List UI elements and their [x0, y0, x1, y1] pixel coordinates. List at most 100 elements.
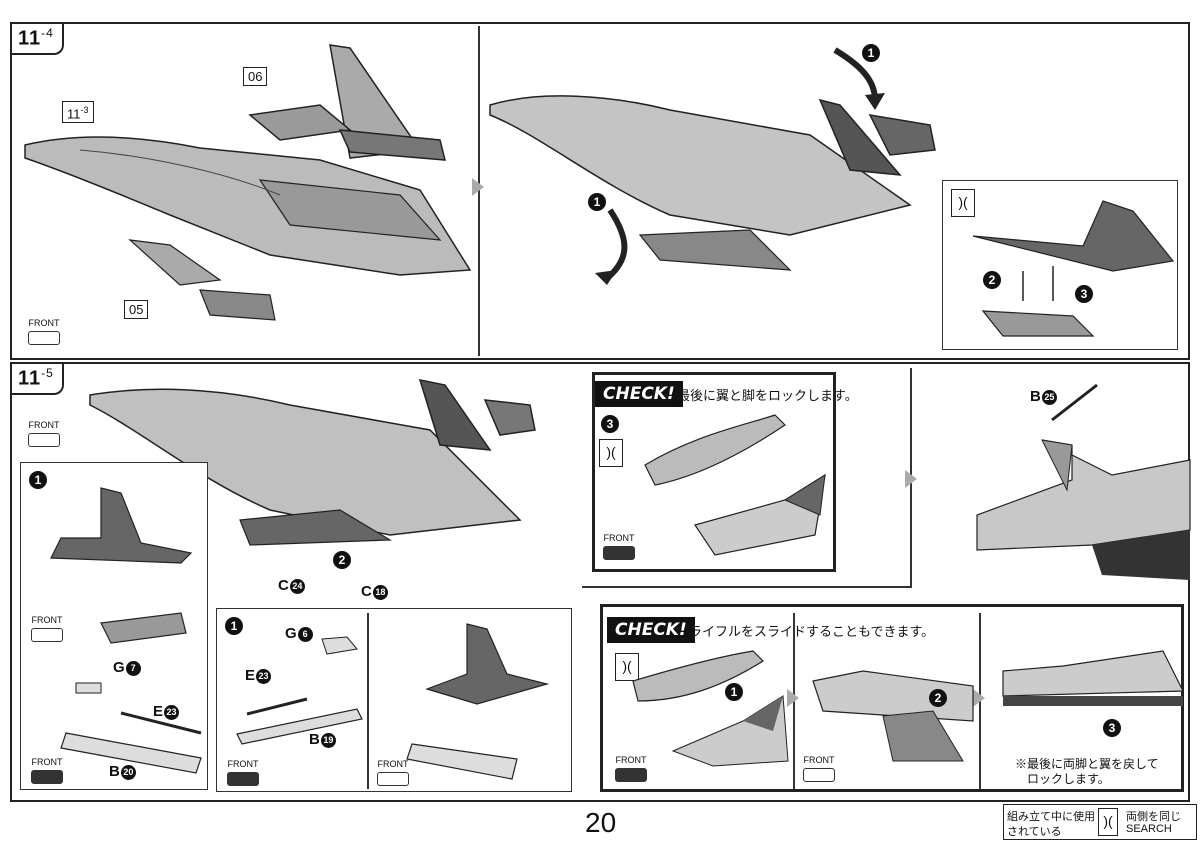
footer-legend: 組み立て中に使用 されている )( 両側を同じ SEARCH — [1003, 804, 1197, 840]
callout-step-11-3: 11-3 — [62, 101, 94, 124]
step-sub-number: -5 — [41, 366, 54, 380]
rifle-slide-illustration — [632, 650, 1184, 767]
check-instruction: ライフルをスライドすることもできます。 — [689, 624, 935, 639]
front-arrow-icon — [31, 628, 63, 642]
next-arrow-icon — [905, 470, 917, 488]
part-label-05: 05 — [124, 300, 149, 319]
lock-symbol-icon: )( — [615, 653, 639, 681]
front-arrow-icon — [603, 546, 635, 560]
front-label: FRONT — [28, 318, 60, 328]
front-label: FRONT — [803, 755, 835, 765]
front-arrow-icon — [615, 768, 647, 782]
page-number: 20 — [585, 807, 617, 838]
step-marker-3: 3 — [1103, 719, 1121, 737]
check-note-line1: ※最後に両脚と翼を戻して — [1015, 757, 1159, 771]
part-letter: C — [361, 583, 372, 600]
lock-detail-illustration — [972, 200, 1175, 337]
part-letter: G — [285, 625, 297, 642]
front-indicator: FRONT — [611, 755, 651, 785]
step-number: 11 — [18, 27, 42, 50]
front-arrow-icon — [28, 331, 60, 345]
front-indicator: FRONT — [223, 759, 263, 789]
next-arrow-icon — [973, 689, 985, 707]
part-letter: C — [278, 577, 289, 594]
front-arrow-icon — [28, 433, 60, 447]
lock-symbol-icon: )( — [1098, 808, 1118, 836]
front-indicator: FRONT — [799, 755, 839, 785]
front-indicator: FRONT — [24, 318, 64, 348]
front-indicator: FRONT — [373, 759, 413, 789]
pod-left-illustration — [50, 487, 202, 774]
lock-symbol-icon: )( — [951, 189, 975, 217]
front-arrow-icon — [803, 768, 835, 782]
step-11-5-panel: 11-5 — [10, 362, 1190, 802]
aircraft-folding-illustration — [489, 47, 936, 285]
check-note-line2: ロックします。 — [1027, 772, 1110, 786]
step-marker-1: 1 — [29, 471, 47, 489]
step-marker-3-inset: 3 — [1075, 285, 1093, 303]
check-box-rifle: CHECK! ライフルをスライドすることもできます。 )( 1 2 3 ※最後に… — [600, 604, 1184, 792]
part-number-badge: 19 — [320, 732, 336, 748]
check-lock-illustration — [644, 414, 826, 556]
part-letter: B — [109, 763, 120, 780]
front-indicator: FRONT — [24, 420, 64, 450]
check-instruction: 最後に翼と脚をロックします。 — [677, 388, 858, 403]
next-arrow-icon — [787, 689, 799, 707]
front-indicator: FRONT — [27, 757, 67, 787]
b25-detail-illustration — [976, 383, 1191, 580]
front-label: FRONT — [377, 759, 409, 769]
step-number: 11 — [18, 367, 42, 390]
footer-left-line1: 組み立て中に使用 — [1007, 811, 1095, 823]
front-label: FRONT — [28, 420, 60, 430]
callout-step-number: 11 — [67, 106, 81, 122]
part-letter: E — [153, 703, 164, 720]
check-box-lock: CHECK! 最後に翼と脚をロックします。 3 )( FRONT — [592, 372, 858, 572]
step-marker-1-left: 1 — [588, 193, 606, 211]
part-number-badge: 18 — [372, 584, 388, 600]
front-label: FRONT — [603, 533, 635, 543]
part-number-badge: 25 — [1041, 389, 1057, 405]
step-11-4-panel: 11-4 — [10, 22, 1190, 360]
front-indicator: FRONT — [599, 533, 639, 563]
step-marker-2-mount: 2 — [333, 551, 351, 569]
part-number-badge: 7 — [125, 660, 141, 676]
part-letter: E — [245, 667, 256, 684]
part-letter: G — [113, 659, 125, 676]
front-label: FRONT — [31, 615, 63, 625]
step-11-4-label: 11-4 — [12, 24, 64, 55]
front-label: FRONT — [227, 759, 259, 769]
part-label-06: 06 — [243, 67, 268, 86]
step-11-5-hdivider — [582, 586, 912, 588]
part-letter: B — [1030, 388, 1041, 405]
check-heading: CHECK! — [607, 617, 695, 643]
lock-symbol-icon: )( — [599, 439, 623, 467]
step-marker-2: 2 — [929, 689, 947, 707]
part-number-badge: 24 — [289, 578, 305, 594]
detail-inset-lock: )( 2 3 — [942, 180, 1178, 350]
part-number-badge: 20 — [120, 764, 136, 780]
front-label: FRONT — [31, 757, 63, 767]
step-marker-2-inset: 2 — [983, 271, 1001, 289]
front-arrow-icon — [377, 772, 409, 786]
step-marker-3: 3 — [601, 415, 619, 433]
aircraft-exploded-illustration — [24, 44, 472, 321]
front-arrow-icon — [227, 772, 259, 786]
footer-right-line2: SEARCH — [1126, 823, 1172, 835]
part-number-badge: 23 — [256, 668, 272, 684]
front-label: FRONT — [615, 755, 647, 765]
step-marker-1: 1 — [225, 617, 243, 635]
callout-step-sub: -3 — [80, 105, 89, 115]
footer-right-line1: 両側を同じ — [1126, 811, 1181, 823]
inset-divider — [367, 613, 369, 789]
step-marker-1: 1 — [725, 683, 743, 701]
aircraft-weapons-illustration — [89, 379, 536, 546]
